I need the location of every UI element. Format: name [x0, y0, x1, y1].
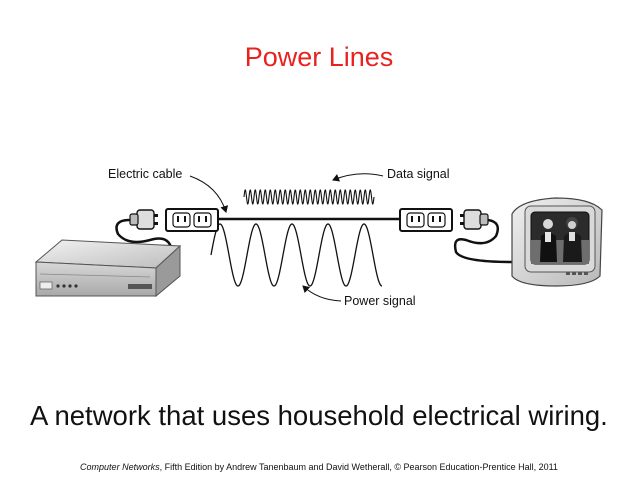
credit-line: Computer Networks, Fifth Edition by Andr…: [0, 462, 638, 472]
electric-cable-label: Electric cable: [108, 167, 182, 181]
power-signal-pointer: [302, 285, 342, 302]
data-signal-label: Data signal: [387, 167, 450, 181]
data-signal-pointer: [332, 173, 384, 182]
left-plug: [129, 209, 158, 230]
credit-details: , Fifth Edition by Andrew Tanenbaum and …: [159, 462, 558, 472]
data-signal-wave: [243, 189, 375, 205]
electric-cable-pointer: [189, 175, 229, 213]
television: [511, 197, 603, 287]
right-plug: [460, 209, 489, 230]
right-power-cord: [453, 218, 513, 264]
right-outlet: [399, 208, 453, 232]
left-power-cord: [115, 218, 174, 253]
slide-caption: A network that uses household electrical…: [30, 400, 608, 431]
left-outlet: [165, 208, 219, 232]
power-signal-label: Power signal: [344, 294, 416, 308]
dvd-player: [34, 239, 182, 298]
power-signal-wave: [210, 223, 383, 287]
credit-book-title: Computer Networks: [80, 462, 160, 472]
slide-title: Power Lines: [244, 42, 394, 72]
